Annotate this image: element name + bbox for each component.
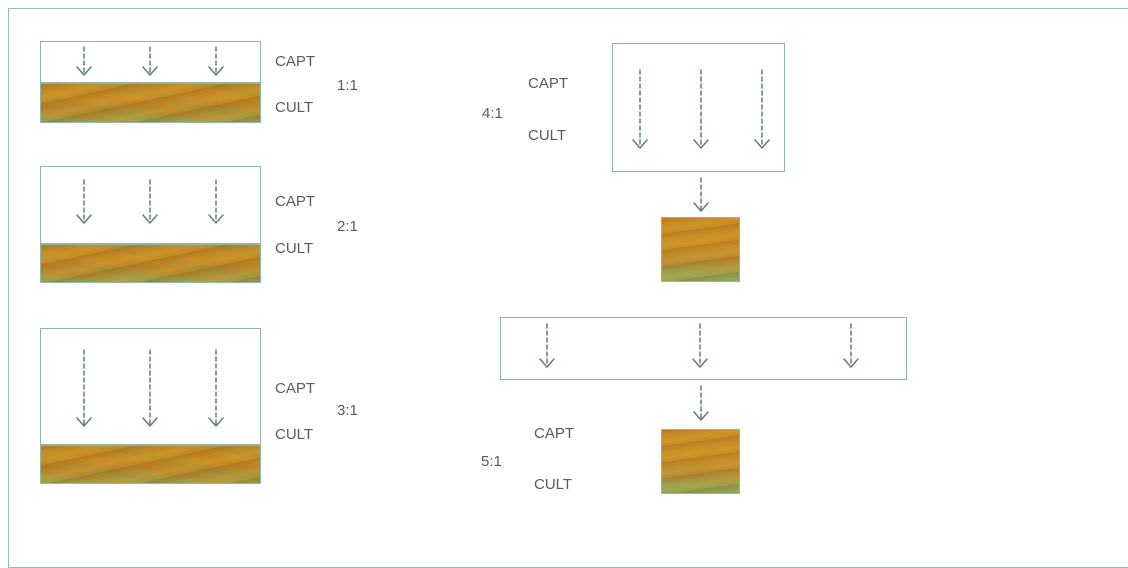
arrow-icon (693, 177, 709, 212)
arrow-icon (539, 323, 555, 368)
ratio-label-5-1: 5:1 (481, 453, 502, 470)
cultivation-area-2-1 (40, 244, 261, 283)
cultivation-area-5-1 (661, 429, 740, 494)
arrow-icon (693, 385, 709, 421)
ratio-label-4-1: 4:1 (482, 105, 503, 122)
cultivation-label-5-1: CULT (534, 476, 573, 493)
arrow-icon (632, 69, 648, 149)
ratio-label-3-1: 3:1 (337, 402, 358, 419)
cultivation-area-4-1 (661, 217, 740, 282)
cultivation-label-3-1: CULT (275, 426, 314, 443)
arrow-icon (76, 349, 92, 427)
capture-label-1-1: CAPT (275, 53, 316, 70)
cultivation-label-1-1: CULT (275, 99, 314, 116)
arrow-icon (76, 179, 92, 224)
arrow-icon (76, 46, 92, 76)
arrow-icon (142, 46, 158, 76)
runoff-arrows (76, 46, 859, 427)
ratio-label-1-1: 1:1 (337, 77, 358, 94)
arrow-icon (208, 179, 224, 224)
arrow-icon (208, 349, 224, 427)
arrow-icon (142, 179, 158, 224)
cultivation-area-3-1 (40, 445, 261, 484)
arrow-icon (142, 349, 158, 427)
capture-label-5-1: CAPT (534, 425, 575, 442)
cultivation-label-4-1: CULT (528, 127, 567, 144)
cultivation-area-1-1 (40, 83, 261, 123)
arrow-icon (692, 323, 708, 368)
arrow-icon (693, 69, 709, 149)
capture-label-3-1: CAPT (275, 380, 316, 397)
arrow-icon (208, 46, 224, 76)
capture-area-4-1 (612, 43, 785, 172)
capture-area-5-1 (500, 317, 907, 380)
cultivation-label-2-1: CULT (275, 240, 314, 257)
ratio-label-2-1: 2:1 (337, 218, 358, 235)
capture-label-2-1: CAPT (275, 193, 316, 210)
arrow-icon (843, 323, 859, 368)
capture-label-4-1: CAPT (528, 75, 569, 92)
arrow-icon (754, 69, 770, 149)
